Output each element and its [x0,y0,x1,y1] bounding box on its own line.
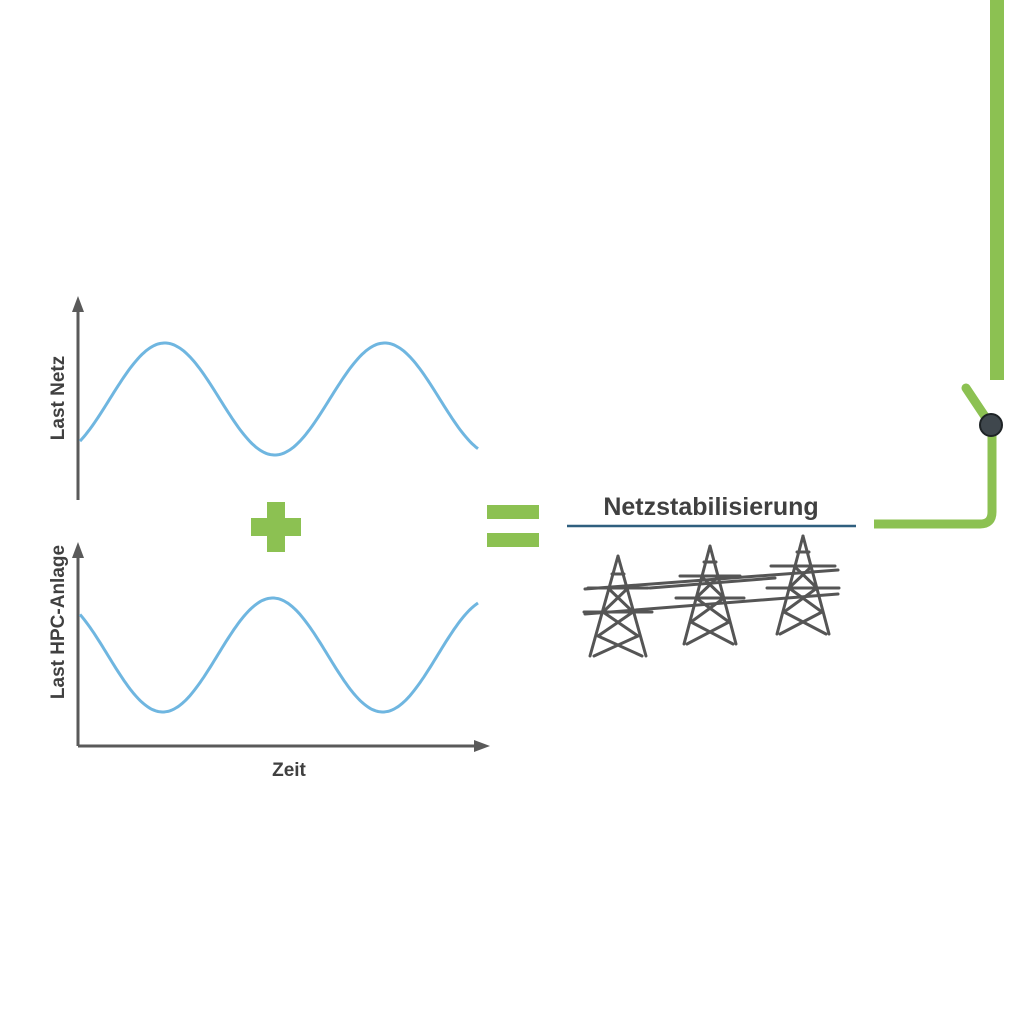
bottom-y-axis-label: Last HPC-Anlage [48,545,69,699]
top-y-axis-label: Last Netz [48,356,69,440]
plus-sign [251,502,301,552]
grid-load-wave [78,341,479,457]
bottom-y-axis-arrowhead [72,542,84,558]
bent-green-line [874,424,997,529]
x-axis-label: Zeit [272,760,306,781]
power-tower-icon [582,534,841,658]
power-tower-left [582,554,654,658]
result-label: Netzstabilisierung [603,493,818,521]
equals-sign [487,505,539,547]
top-y-axis-arrowhead [72,296,84,312]
top-load-chart: Last Netz [48,296,479,500]
charger-load-wave [78,596,479,714]
x-axis-arrowhead [474,740,490,752]
power-tower-right [765,534,841,636]
power-tower-middle [674,544,746,646]
bottom-load-chart: Last HPC-Anlage Zeit [48,542,490,781]
green-connector-line [874,0,1004,529]
junction-node [979,413,1003,437]
